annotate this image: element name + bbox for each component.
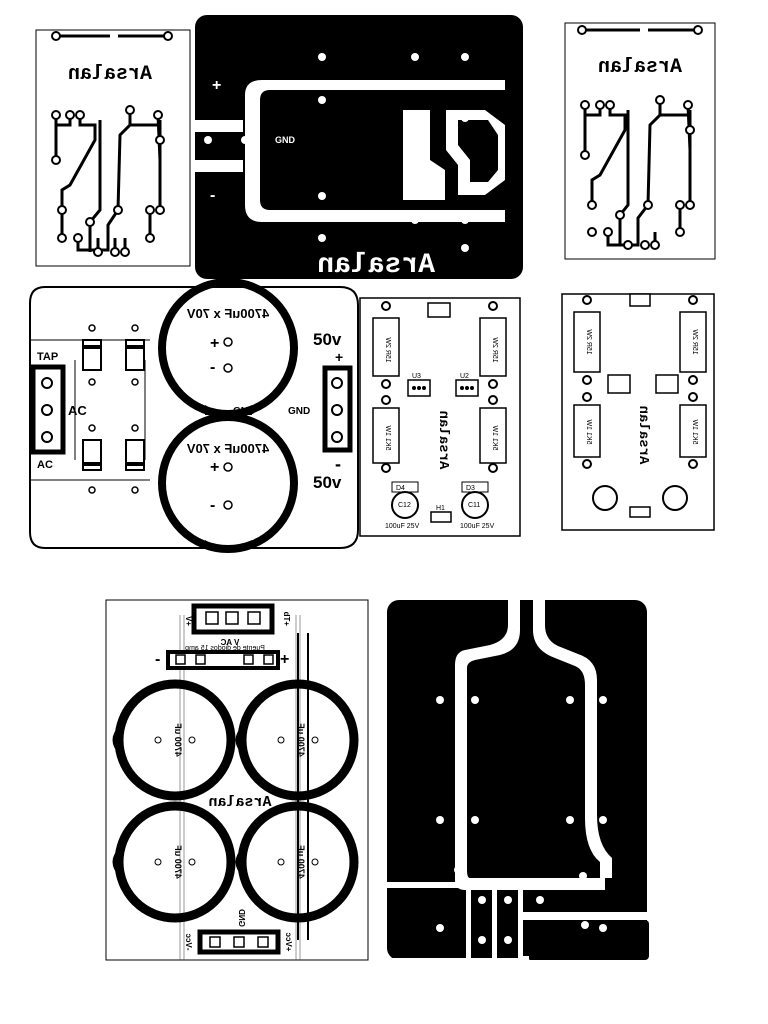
copper-bottom-signature: Arsalan: [762, 965, 768, 1024]
cap-left-value: 100uF 25V: [385, 523, 420, 530]
signal-board-left: Arsalan: [35, 29, 191, 267]
r2-bot-right-value: 5K1 1W: [691, 419, 698, 444]
neg-vcc-label: -Vcc: [184, 933, 193, 950]
r-top-left-value: 15R 2W: [384, 337, 391, 363]
reg-board2-signature: Arsalan: [635, 406, 651, 465]
bridge-plus: +: [280, 651, 289, 668]
reg-board-signature: Arsalan: [435, 411, 451, 470]
zener-right-id: D3: [466, 485, 475, 492]
copper-minus-label: -: [210, 187, 215, 204]
cap1-value: 4700 uF: [173, 723, 183, 757]
cap-bottom-minus: -: [210, 497, 215, 514]
cap-top-plus: +: [210, 335, 219, 352]
cap-bottom-plus: +: [210, 459, 219, 476]
ac-label-mid: AC: [68, 403, 87, 418]
copper-signature-text: Arsalan: [317, 250, 435, 281]
signature-text-right: Arsalan: [598, 56, 682, 79]
copper-top-board: + - GND Arsalan: [195, 15, 523, 281]
v-ac-label: V AC: [220, 638, 239, 647]
gnd-label-left: GND: [233, 406, 255, 417]
signal-board-right: Arsalan: [564, 22, 716, 260]
copper-gnd-label: GND: [275, 135, 296, 145]
cap2-value: 4700 uF: [296, 723, 306, 757]
reg-right-id: U2: [460, 373, 469, 380]
rect-board-signature: Arsalan: [208, 794, 271, 811]
cap-top-value: 4700uF x 70V: [186, 306, 269, 321]
r-top-right-value: 15R 2W: [491, 337, 498, 363]
v-pos-label: 50v: [313, 330, 342, 349]
tap-label: TAP: [37, 351, 58, 363]
bridge-label: Puente de diodos 15 amp: [185, 645, 265, 652]
bridge-minus: -: [155, 651, 160, 668]
v-neg-minus: -: [335, 454, 341, 474]
copper-bottom-board: Arsalan: [387, 600, 768, 1024]
r2-top-right-value: 15R 2W: [691, 329, 698, 355]
cap4-value: 4700 uF: [296, 845, 306, 879]
cap-top-minus: -: [210, 359, 215, 376]
reg-left-id: U3: [412, 373, 421, 380]
zener-left-id: D4: [396, 485, 405, 492]
cap-left-id: C12: [398, 502, 411, 509]
ac-label-bottom: AC: [37, 459, 53, 471]
out-connector-id: H1: [436, 505, 445, 512]
cap-bottom-value: 4700uF x 70V: [186, 441, 269, 456]
v-neg-label: 50v: [313, 473, 342, 492]
top-plus-right: +Tb: [282, 611, 291, 626]
rectifier-board: +V V AC +Tb Puente de diodos 15 amp - + …: [105, 599, 369, 961]
psu-layout-board: 4700uF x 70V 4700uF x 70V + - + - TAP AC…: [29, 278, 359, 553]
top-plus-left: +V: [184, 615, 193, 626]
v-pos-plus: +: [335, 349, 343, 365]
pos-vcc-label: +Vcc: [284, 932, 293, 951]
regulator-board-right: 15R 2W 15R 2W 5K1 1W 5K1 1W Arsalan: [561, 293, 715, 531]
cap-right-id: C11: [468, 502, 480, 509]
r2-bot-left-value: 5K1 1W: [585, 419, 592, 444]
rect-gnd-label: GND: [237, 909, 246, 927]
signature-text: Arsalan: [68, 63, 152, 86]
gnd-label-right: GND: [288, 406, 310, 417]
regulator-board-center: 15R 2W 15R 2W 5K1 1W 5K1 1W Arsalan U3 U…: [359, 297, 521, 537]
r-bot-left-value: 5K1 1W: [384, 425, 391, 450]
cap3-value: 4700 uF: [173, 845, 183, 879]
cap-right-value: 100uF 25V: [460, 523, 495, 530]
copper-plus-label: +: [212, 77, 221, 94]
r-bot-right-value: 5K1 1W: [491, 425, 498, 450]
r2-top-left-value: 15R 2W: [585, 329, 592, 355]
